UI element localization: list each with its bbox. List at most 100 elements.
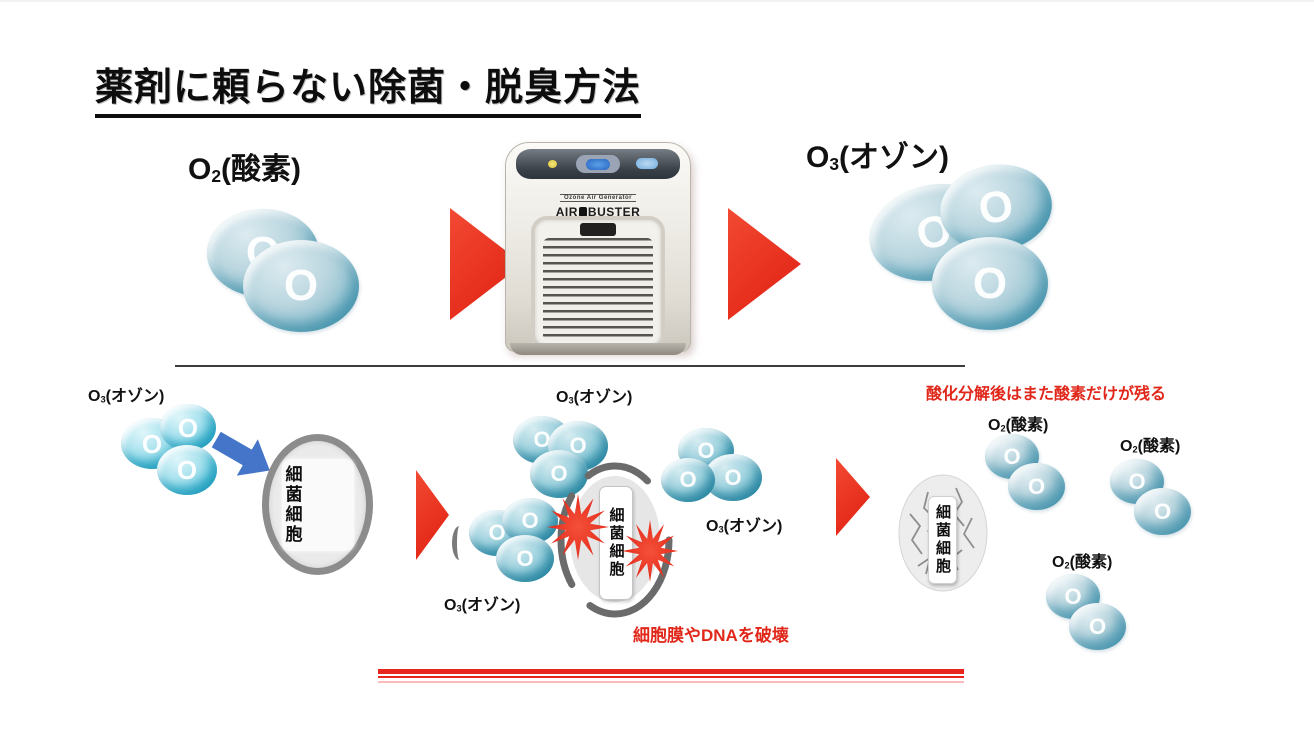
o2-name: (酸素) [1137,438,1181,455]
molecule-letter: O [1027,473,1046,499]
o2-name: (酸素) [1005,417,1049,434]
ozone-molecule: O [496,535,554,582]
o3-subscript: 3 [718,524,724,535]
cell-label: 細菌細胞 [934,504,951,576]
cell-label-bar: 細菌細胞 [599,486,633,600]
arrow-right-icon [416,470,449,560]
o3-name: (オゾン) [105,388,165,405]
grille-handle [580,223,616,236]
o3-symbol: O [88,388,101,405]
oxygen-molecule: O [1134,488,1191,535]
o2-symbol: O [1120,438,1133,455]
o2-oxygen-label-top: O2(酸素) [188,144,301,188]
o2-subscript: 2 [211,166,222,187]
oxygen-molecule: O [1046,574,1100,619]
footer-rule-faint [378,681,964,683]
o3-symbol: O [444,597,457,614]
o3-subscript: 3 [100,394,106,405]
ozone-molecule: O [932,237,1048,330]
grille-slats [543,238,653,341]
membrane-fragment [452,526,467,560]
ozone-molecule: O [530,450,588,498]
molecule-letter: O [141,428,163,459]
oxygen-molecule: O [1008,463,1065,510]
molecule-letter: O [516,545,534,571]
molecule-letter: O [972,258,1008,308]
o3-name: (オゾン) [461,597,521,614]
molecule-letter: O [975,180,1017,235]
o2-name: (酸素) [221,153,301,186]
molecule-letter: O [569,433,587,458]
device-tagline: Ozone Air Generator [560,194,636,202]
bacteria-cell-destroyed: 細菌細胞 [898,474,988,592]
molecule-letter: O [283,261,319,310]
molecule-letter: O [177,412,199,443]
o2-symbol: O [1052,554,1065,571]
o3-ozone-label: O3(オゾン) [444,591,520,615]
molecule-letter: O [697,437,715,463]
mode-button-icon [636,158,658,169]
cell-label-bar: 細菌細胞 [281,458,354,551]
footer-rule-thick [378,669,964,674]
molecule-letter: O [679,467,697,492]
o2-symbol: O [188,153,212,186]
molecule-letter: O [1153,498,1172,524]
molecule-letter: O [1064,583,1082,609]
molecule-letter: O [1088,613,1107,639]
brand-right: BUSTER [587,205,641,219]
o3-ozone-label: O3(オゾン) [88,382,164,406]
main-button-icon [576,155,620,173]
cell-label: 細菌細胞 [282,464,302,545]
cell-label: 細菌細胞 [607,507,625,579]
arrow-right-icon [836,458,870,536]
destroy-note: 細胞膜やDNAを破壊 [633,626,789,645]
molecule-letter: O [1003,443,1021,469]
o3-ozone-label: O3(オゾン) [556,383,632,407]
ozone-molecule: O [157,445,217,495]
page-title: 薬剤に頼らない除菌・脱臭方法 [95,56,642,118]
device-grille [531,216,665,350]
molecule-letter: O [488,520,506,545]
brand-logo-square [578,207,587,217]
ozone-molecule: O [661,458,715,502]
o3-ozone-label-top: O3(オゾン) [806,132,949,176]
molecule-letter: O [176,455,198,485]
bacteria-cell-attacked: 細菌細胞 [547,454,678,626]
o2-subscript: 2 [1000,423,1006,434]
o2-subscript: 2 [1064,560,1070,571]
device-control-panel [516,149,680,179]
device-base [510,343,686,355]
molecule-letter: O [1128,468,1146,494]
o3-subscript: 3 [456,603,462,614]
o3-subscript: 3 [568,395,574,406]
cell-label-bar: 細菌細胞 [928,496,957,584]
arrow-right-icon [728,208,801,320]
o3-name: (オゾン) [839,141,949,174]
oxygen-molecule: O [243,240,359,332]
o3-symbol: O [806,141,830,174]
bacteria-cell-intact: 細菌細胞 [262,434,373,575]
o2-oxygen-label: O2(酸素) [988,411,1048,435]
power-light-icon [548,160,557,168]
molecule-letter: O [550,461,568,486]
o3-symbol: O [706,518,719,535]
molecule-letter: O [533,427,551,452]
o3-name: (オゾン) [573,389,633,406]
o2-oxygen-label: O2(酸素) [1120,432,1180,456]
o3-symbol: O [556,389,569,406]
o3-ozone-label: O3(オゾン) [706,512,782,536]
o3-subscript: 3 [829,154,840,175]
footer-rule-thin [378,676,964,678]
oxygen-molecule: O [1069,603,1126,650]
remain-note: 酸化分解後はまた酸素だけが残る [926,386,1167,403]
o2-symbol: O [988,417,1001,434]
section-divider [175,365,965,367]
o2-oxygen-label: O2(酸素) [1052,548,1112,572]
ozone-molecule: O [160,404,216,451]
o3-name: (オゾン) [723,518,783,535]
o2-subscript: 2 [1132,444,1138,455]
